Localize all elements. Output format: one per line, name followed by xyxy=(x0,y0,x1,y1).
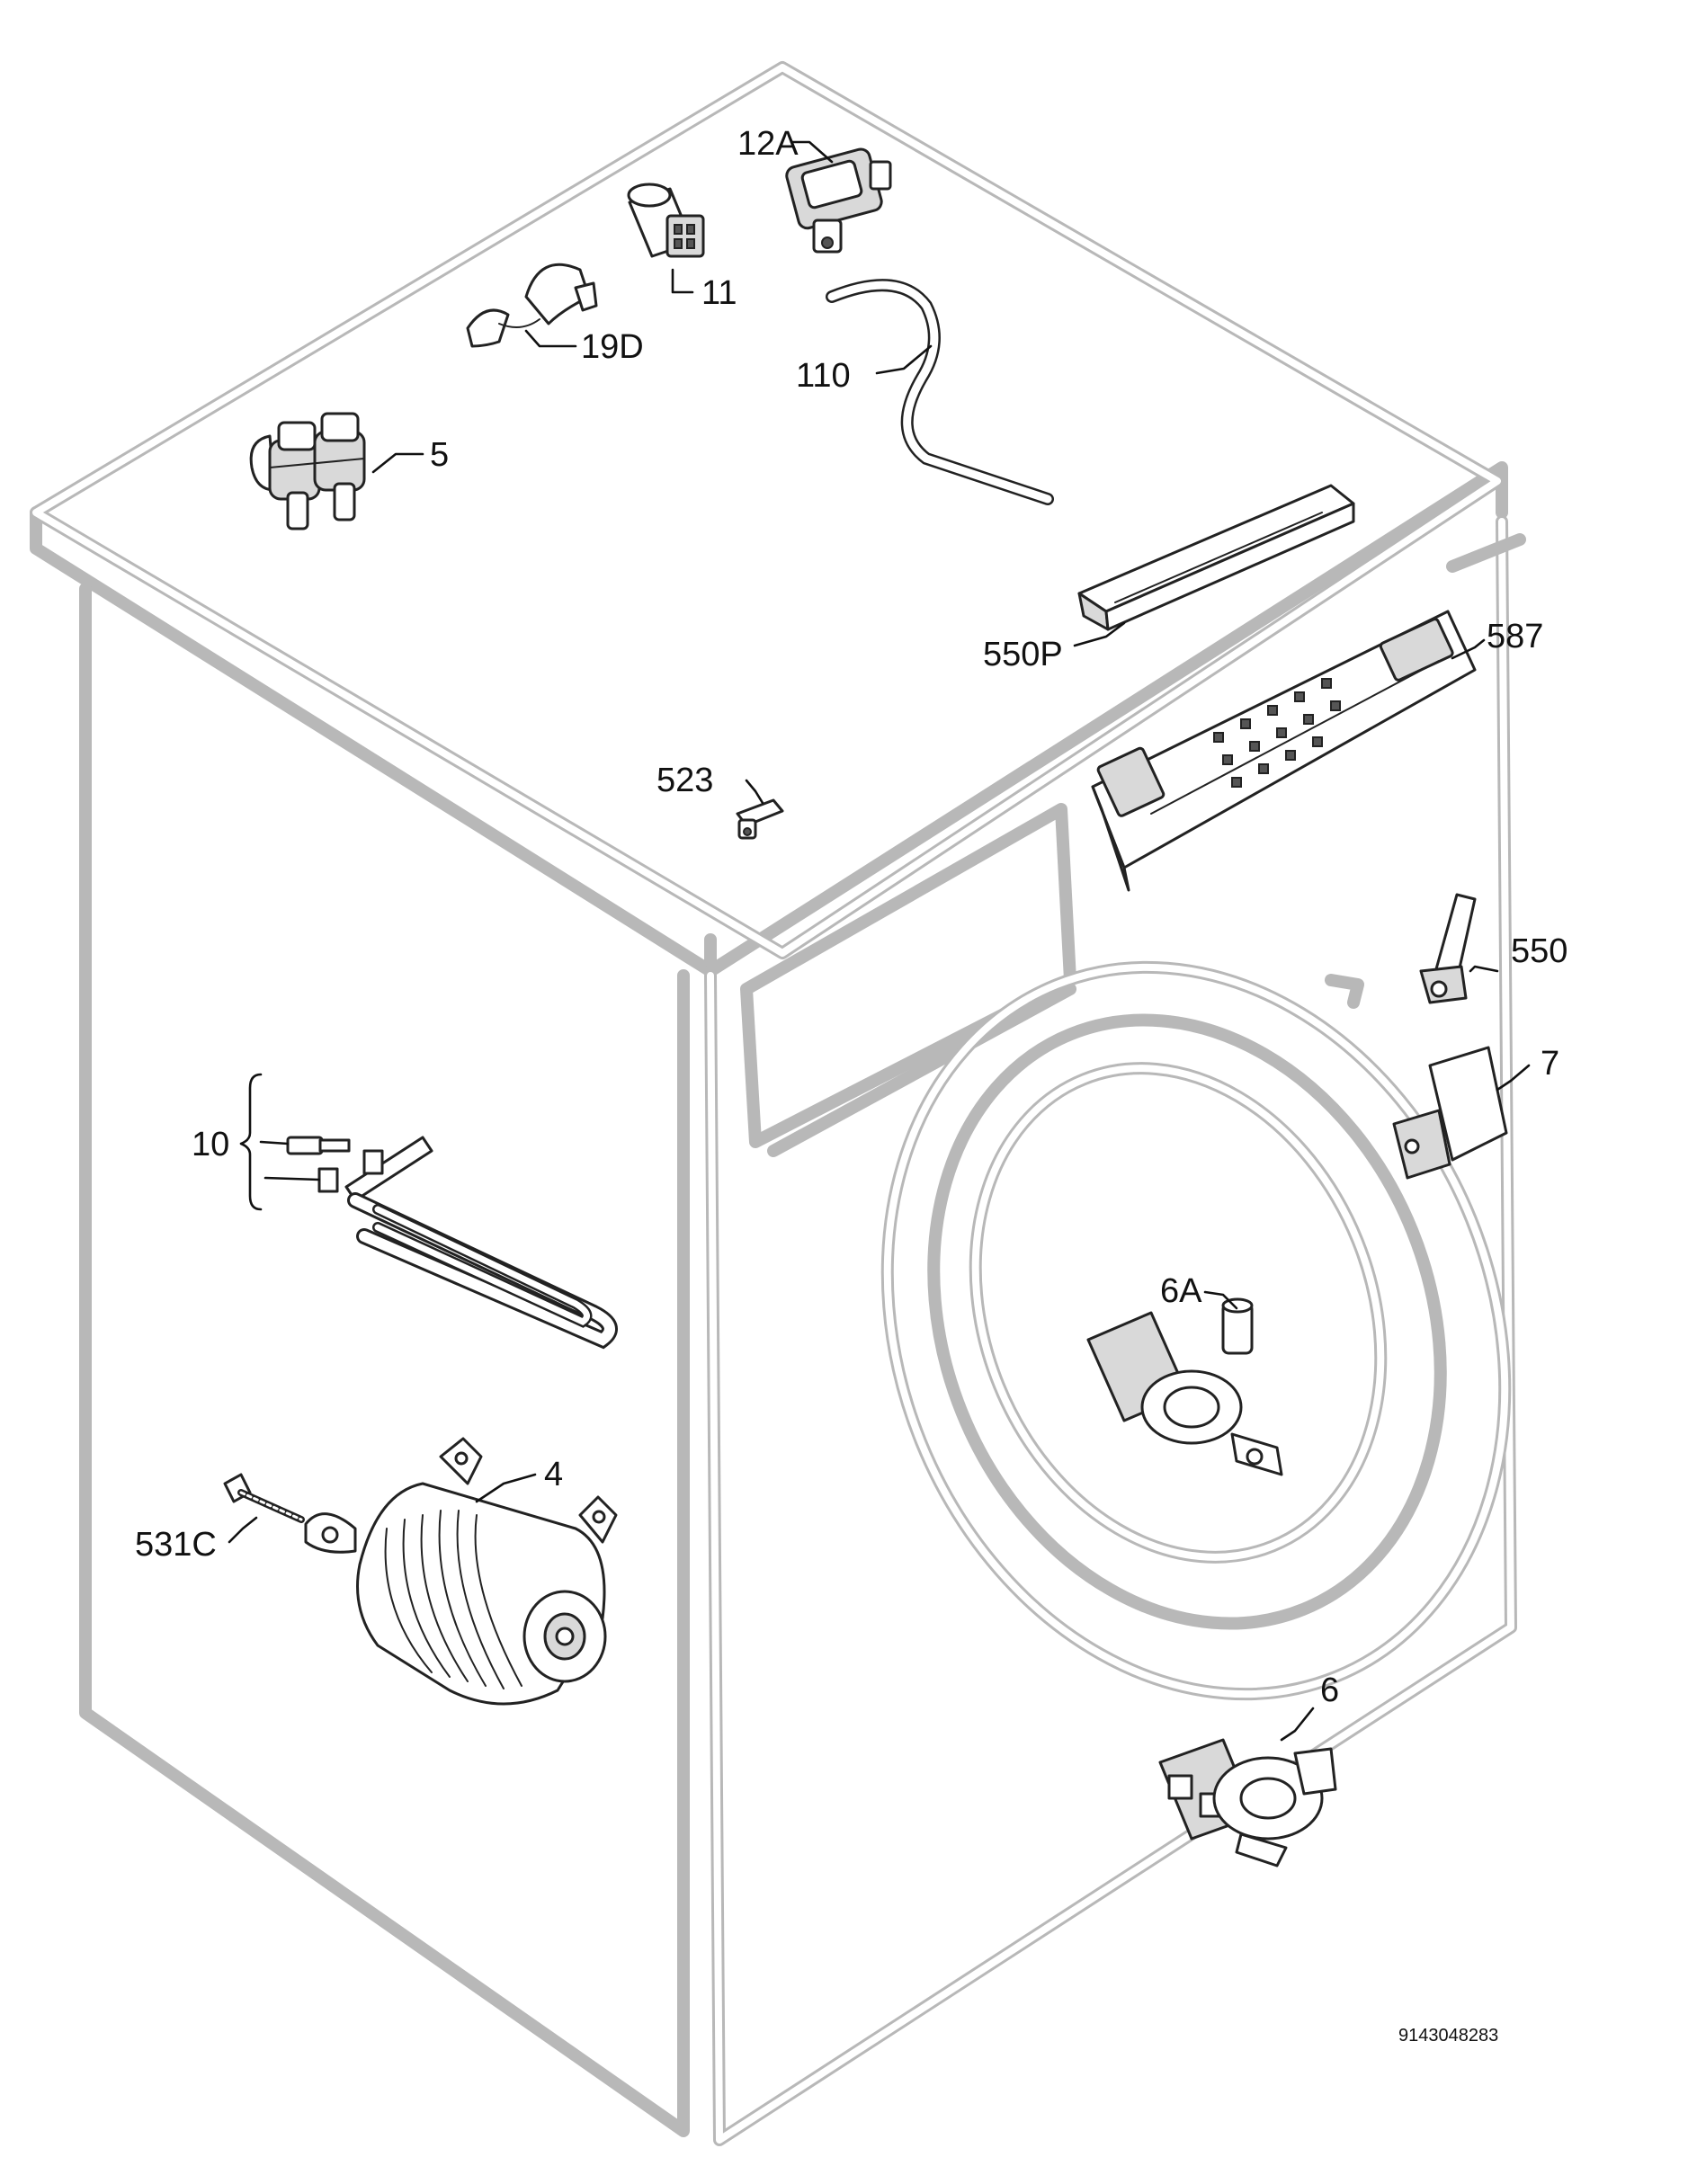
label-110: 110 xyxy=(796,357,851,395)
part-550p-panel-strip xyxy=(1077,484,1355,631)
part-5-inlet-valve xyxy=(249,412,366,530)
label-11: 11 xyxy=(701,274,737,312)
part-110-hose xyxy=(826,279,1054,505)
label-6a: 6A xyxy=(1160,1272,1202,1310)
cabinet-outline xyxy=(30,61,1526,2146)
label-5: 5 xyxy=(430,436,449,474)
part-6-drain-pump xyxy=(1158,1738,1337,1868)
part-4-motor xyxy=(223,1437,618,1706)
part-labels: 12A 11 19D 110 5 550P 587 523 550 7 10 6… xyxy=(135,125,1567,1709)
part-6a-circulation-pump xyxy=(1086,1297,1283,1476)
label-550: 550 xyxy=(1511,932,1567,970)
part-550-handle xyxy=(1419,893,1477,1004)
label-7: 7 xyxy=(1541,1045,1559,1083)
part-12a-pressure-switch xyxy=(785,147,892,254)
part-7-door-lock xyxy=(1392,1046,1508,1180)
part-11-capacitor xyxy=(627,183,705,258)
part-587-control-board xyxy=(1091,610,1477,892)
label-6: 6 xyxy=(1320,1671,1339,1709)
label-19d: 19D xyxy=(581,328,644,366)
part-10-heating-element xyxy=(286,1136,618,1350)
label-10: 10 xyxy=(192,1126,229,1163)
drawing-code: 9143048283 xyxy=(1398,2026,1498,2046)
label-4: 4 xyxy=(544,1456,563,1493)
label-531c: 531C xyxy=(135,1526,217,1564)
leader-lines xyxy=(228,140,1531,1742)
label-12a: 12A xyxy=(737,125,799,163)
label-550p: 550P xyxy=(983,636,1063,673)
part-19d-clip xyxy=(466,263,598,348)
part-523-clip xyxy=(736,798,784,840)
label-587: 587 xyxy=(1487,618,1543,655)
label-523: 523 xyxy=(656,762,713,799)
